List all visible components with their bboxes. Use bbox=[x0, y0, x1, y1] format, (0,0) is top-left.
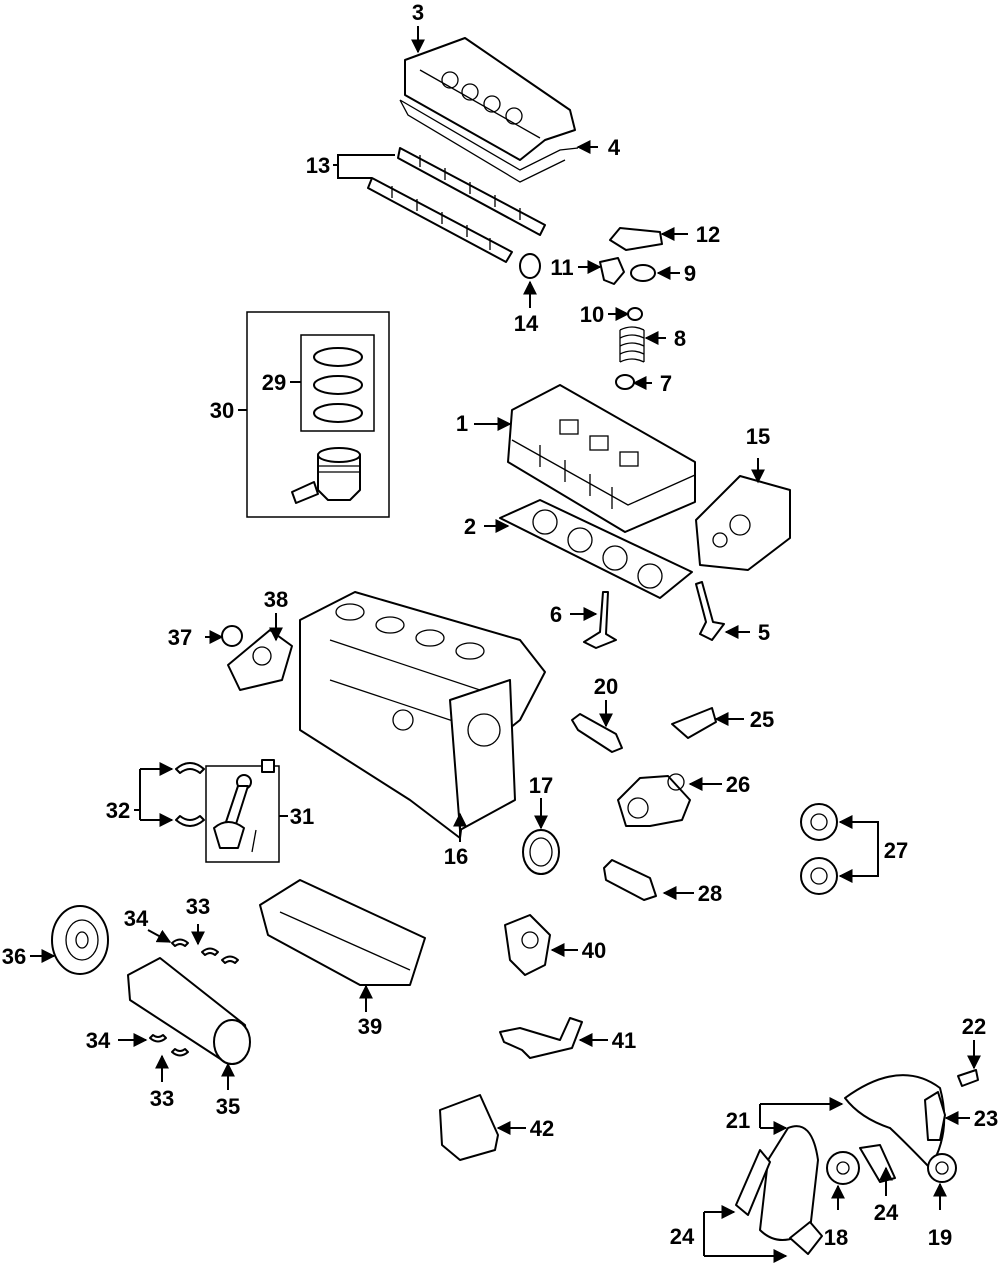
camshafts bbox=[367, 147, 546, 263]
front-crank-seal bbox=[221, 625, 243, 647]
valve-stem-seal bbox=[615, 374, 635, 390]
crankshaft bbox=[127, 957, 251, 1065]
callout-23: 23 bbox=[974, 1106, 998, 1131]
callout-19: 19 bbox=[928, 1225, 952, 1250]
crankshaft-pulley bbox=[51, 905, 109, 975]
leader-lines bbox=[30, 26, 981, 1263]
oil-pump-cover bbox=[227, 629, 293, 691]
cam-phaser-sprockets bbox=[800, 803, 838, 895]
main-bearings-lower bbox=[149, 1034, 189, 1057]
callout-38: 38 bbox=[264, 587, 288, 612]
callout-13: 13 bbox=[306, 153, 330, 178]
oil-pan bbox=[259, 879, 426, 986]
rod-bearings bbox=[175, 762, 205, 827]
callout-2: 2 bbox=[464, 514, 476, 539]
callout-12: 12 bbox=[696, 222, 720, 247]
crankshaft-rear-seal bbox=[522, 829, 560, 875]
chain-guide-lower bbox=[789, 1221, 823, 1255]
chain-tensioner bbox=[924, 1091, 946, 1141]
connecting-rod-box bbox=[205, 765, 280, 863]
rear-main-seal-housing bbox=[449, 679, 516, 831]
callout-28: 28 bbox=[698, 881, 722, 906]
spring-retainer bbox=[630, 264, 656, 282]
sprocket-19 bbox=[927, 1153, 957, 1183]
valve-spring bbox=[619, 326, 645, 363]
callout-3: 3 bbox=[412, 0, 424, 25]
connecting-rod bbox=[213, 759, 275, 853]
valve-cover-gasket bbox=[399, 99, 579, 183]
callout-1: 1 bbox=[456, 411, 468, 436]
callout-34-upper: 34 bbox=[124, 906, 149, 931]
head-gasket bbox=[499, 499, 693, 599]
sprocket-18 bbox=[826, 1151, 860, 1185]
callout-32: 32 bbox=[106, 798, 130, 823]
callout-24-guide: 24 bbox=[874, 1200, 899, 1225]
callout-34-lower: 34 bbox=[86, 1028, 111, 1053]
exhaust-valve bbox=[695, 581, 725, 641]
callout-5: 5 bbox=[758, 620, 770, 645]
rocker-arm bbox=[609, 227, 663, 251]
callout-39: 39 bbox=[358, 1014, 382, 1039]
balance-shaft-module bbox=[439, 1094, 499, 1161]
callout-10: 10 bbox=[580, 302, 604, 327]
callout-36: 36 bbox=[2, 944, 26, 969]
heat-shield-bracket bbox=[671, 707, 717, 739]
callout-42: 42 bbox=[530, 1116, 554, 1141]
callout-29: 29 bbox=[262, 370, 286, 395]
callout-37: 37 bbox=[168, 625, 192, 650]
seal-ring bbox=[519, 253, 541, 279]
oil-control-solenoid bbox=[603, 859, 657, 901]
oil-filter-housing bbox=[617, 773, 691, 827]
callout-33-upper: 33 bbox=[186, 894, 210, 919]
callout-8: 8 bbox=[674, 326, 686, 351]
callout-14: 14 bbox=[514, 311, 539, 336]
hydraulic-lifter bbox=[599, 257, 625, 285]
callout-41: 41 bbox=[612, 1028, 636, 1053]
timing-cover-upper bbox=[695, 475, 791, 571]
tensioner-bolt bbox=[957, 1069, 979, 1087]
piston-rings bbox=[313, 347, 363, 423]
main-bearings-upper bbox=[171, 938, 239, 964]
callout-11: 11 bbox=[550, 255, 573, 280]
chain-guide-left bbox=[735, 1149, 771, 1216]
callout-18: 18 bbox=[824, 1225, 848, 1250]
callout-6: 6 bbox=[550, 602, 562, 627]
callout-20: 20 bbox=[594, 674, 618, 699]
callout-21: 21 bbox=[726, 1108, 750, 1133]
oil-pickup-tube bbox=[499, 1017, 583, 1059]
valve-cover bbox=[404, 37, 576, 161]
callout-17: 17 bbox=[529, 773, 553, 798]
callout-25: 25 bbox=[750, 707, 774, 732]
callout-24-guides: 24 bbox=[670, 1224, 695, 1249]
piston-assembly-box bbox=[246, 311, 390, 518]
callout-33-lower: 33 bbox=[150, 1086, 174, 1111]
piston bbox=[291, 447, 361, 504]
oil-pump bbox=[504, 914, 551, 976]
callout-26: 26 bbox=[726, 772, 750, 797]
callout-35: 35 bbox=[216, 1094, 240, 1119]
callout-27: 27 bbox=[884, 838, 908, 863]
callout-15: 15 bbox=[746, 424, 770, 449]
callout-31: 31 bbox=[290, 804, 314, 829]
fuel-injector bbox=[571, 713, 623, 753]
callout-22: 22 bbox=[962, 1014, 986, 1039]
callout-30: 30 bbox=[210, 398, 234, 423]
valve-keepers bbox=[627, 307, 643, 321]
callout-16: 16 bbox=[444, 844, 468, 869]
callout-7: 7 bbox=[660, 371, 672, 396]
chain-guide-right bbox=[859, 1144, 896, 1183]
callout-4: 4 bbox=[608, 135, 621, 160]
callout-9: 9 bbox=[684, 261, 696, 286]
intake-valve bbox=[583, 591, 617, 649]
cylinder-head bbox=[507, 384, 696, 533]
callout-40: 40 bbox=[582, 938, 606, 963]
